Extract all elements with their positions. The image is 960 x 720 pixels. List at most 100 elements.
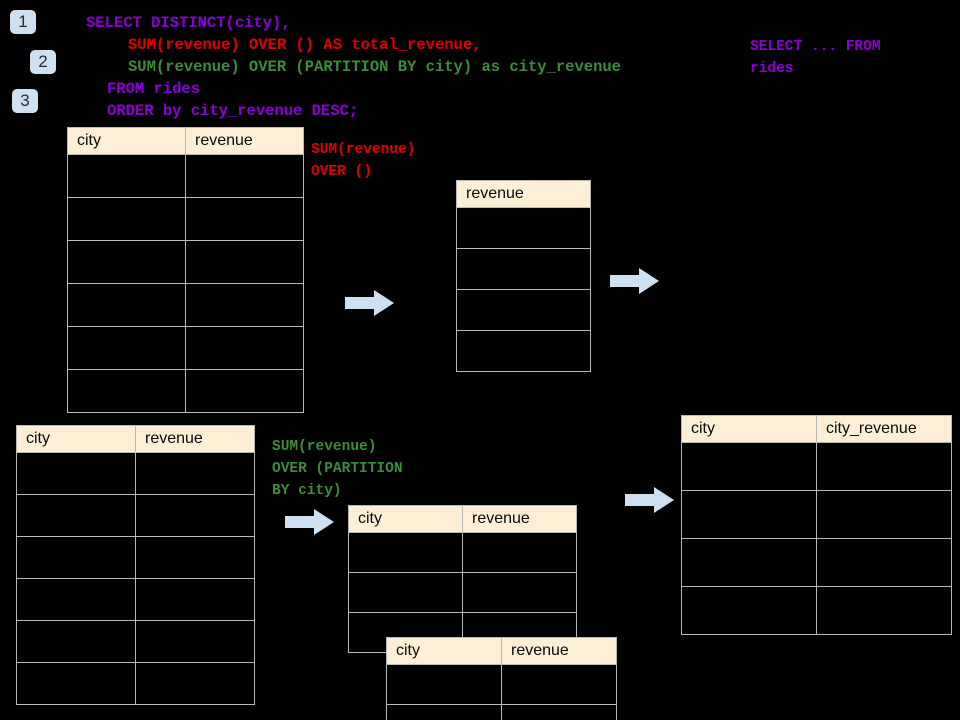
table-row	[386, 664, 617, 705]
column-header-city: city	[348, 505, 463, 533]
step-badge-3: 3	[12, 89, 38, 113]
table-row	[348, 532, 577, 573]
column-header-revenue: revenue	[456, 180, 591, 208]
sql-line-4: FROM rides	[107, 80, 201, 98]
sql-line-2: SUM(revenue) OVER () AS total_revenue,	[128, 36, 482, 54]
annotation-sum-over-partition-line-2: OVER (PARTITION	[272, 461, 403, 477]
sql-line-3: SUM(revenue) OVER (PARTITION BY city) as…	[128, 58, 621, 76]
table-row	[16, 620, 255, 663]
table-cell-city	[386, 704, 502, 720]
annotation-sum-over-empty-line-1: SUM(revenue)	[311, 142, 416, 158]
table-cell-city	[386, 664, 502, 705]
table-cell-revenue	[135, 578, 255, 621]
annotation-sum-over-partition-line-3: BY city)	[272, 483, 342, 499]
annotation-sum-over-empty: SUM(revenue)OVER ()	[311, 139, 415, 183]
table-row	[681, 490, 952, 539]
table-row	[16, 494, 255, 537]
table-cell-city_revenue	[816, 442, 952, 491]
table-row	[681, 538, 952, 587]
table-cell-revenue	[135, 662, 255, 705]
arrow-rides-to-total-revenue	[345, 288, 395, 323]
arrow-right-icon	[345, 290, 394, 316]
table-row	[456, 289, 591, 331]
step-badge-1: 1	[10, 10, 36, 34]
table-cell-revenue	[185, 283, 304, 327]
column-header-city: city	[67, 127, 186, 155]
table-cell-revenue	[135, 494, 255, 537]
arrow-rides-to-partitions	[285, 507, 335, 542]
table-cell-revenue	[462, 532, 577, 573]
table-total-revenue: revenue	[456, 180, 591, 372]
table-cell-city	[348, 572, 463, 613]
table-cell-city_revenue	[816, 490, 952, 539]
table-row	[456, 207, 591, 249]
column-header-revenue: revenue	[462, 505, 577, 533]
table-cell-revenue	[185, 369, 304, 413]
table-row	[456, 330, 591, 372]
table-cell-city	[681, 538, 817, 587]
table-cell-city	[16, 578, 136, 621]
table-row	[67, 326, 304, 370]
sql-line-5: ORDER by city_revenue DESC;	[107, 102, 359, 120]
table-row	[67, 240, 304, 284]
table-cell-revenue	[135, 536, 255, 579]
table-cell-revenue	[185, 154, 304, 198]
arrow-total-revenue-to-result	[610, 266, 660, 301]
table-cell-city	[16, 494, 136, 537]
table-cell-revenue	[135, 620, 255, 663]
table-cell-revenue	[135, 452, 255, 495]
table-row	[348, 572, 577, 613]
table-cell-city	[681, 490, 817, 539]
table-cell-city	[67, 326, 186, 370]
column-header-city_revenue: city_revenue	[816, 415, 952, 443]
annotation-select-from-rides-line-1: SELECT ... FROM	[750, 39, 881, 55]
table-cell-revenue	[462, 572, 577, 613]
table-row	[386, 704, 617, 720]
table-row	[67, 197, 304, 241]
table-cell-city	[16, 620, 136, 663]
table-cell-revenue	[185, 326, 304, 370]
column-header-revenue: revenue	[185, 127, 304, 155]
table-cell-city	[16, 536, 136, 579]
annotation-select-from-rides-line-2: rides	[750, 61, 794, 77]
table-cell-city	[67, 240, 186, 284]
annotation-select-from-rides: SELECT ... FROM rides	[750, 36, 881, 80]
table-cell-revenue	[501, 664, 617, 705]
table-row	[16, 578, 255, 621]
table-cell-city	[67, 197, 186, 241]
table-cell-revenue	[456, 207, 591, 249]
arrow-right-icon	[625, 487, 674, 513]
table-row	[681, 442, 952, 491]
table-cell-revenue	[501, 704, 617, 720]
table-cell-city	[67, 369, 186, 413]
table-row	[456, 248, 591, 290]
arrow-right-icon	[610, 268, 659, 294]
table-row	[67, 283, 304, 327]
table-cell-revenue	[185, 240, 304, 284]
table-cell-revenue	[185, 197, 304, 241]
table-row	[67, 154, 304, 198]
arrow-partitions-to-result	[625, 485, 675, 520]
table-cell-city	[348, 532, 463, 573]
table-row	[16, 452, 255, 495]
table-row	[16, 662, 255, 705]
column-header-city: city	[681, 415, 817, 443]
arrow-right-icon	[285, 509, 334, 535]
column-header-revenue: revenue	[135, 425, 255, 453]
table-cell-city	[16, 452, 136, 495]
table-header-row: revenue	[456, 180, 591, 208]
table-cell-city	[67, 154, 186, 198]
table-cell-city	[67, 283, 186, 327]
table-row	[67, 369, 304, 413]
table-cell-revenue	[456, 248, 591, 290]
